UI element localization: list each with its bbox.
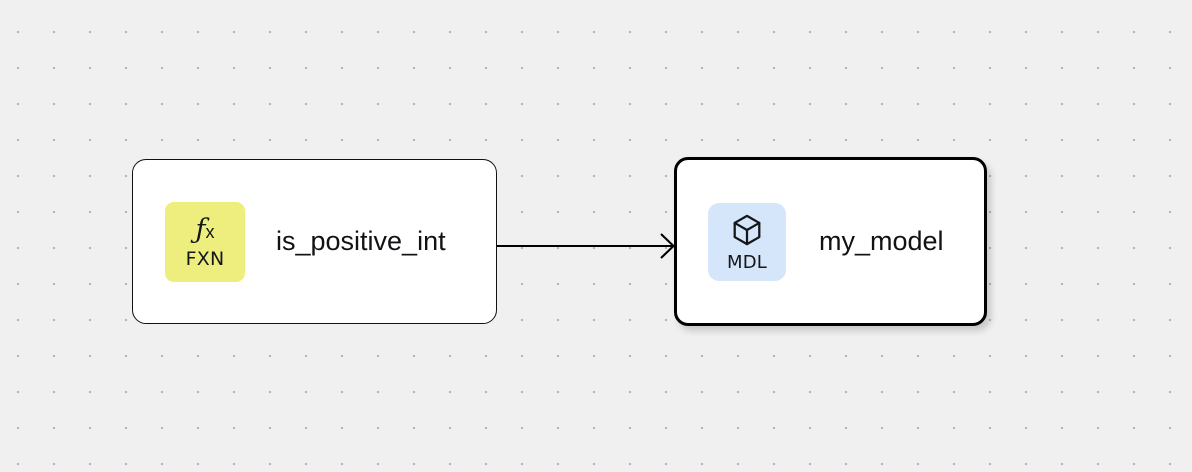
node-title-my_model: my_model — [819, 226, 944, 256]
function-icon: ƒx — [195, 214, 215, 245]
badge-label-mdl: MDL — [726, 252, 768, 273]
node-my_model[interactable]: MDL my_model — [674, 157, 987, 326]
node-type-badge-fxn: ƒx FXN — [165, 201, 245, 282]
cube-icon — [733, 214, 761, 246]
node-title-is_positive_int: is_positive_int — [276, 226, 446, 256]
edge-is_positive_int-my_model[interactable] — [497, 233, 676, 259]
node-type-badge-mdl: MDL — [708, 202, 786, 281]
node-is_positive_int[interactable]: ƒx FXN is_positive_int — [132, 159, 497, 324]
edge-arrowhead-icon — [660, 233, 676, 259]
badge-label-fxn: FXN — [185, 248, 225, 270]
